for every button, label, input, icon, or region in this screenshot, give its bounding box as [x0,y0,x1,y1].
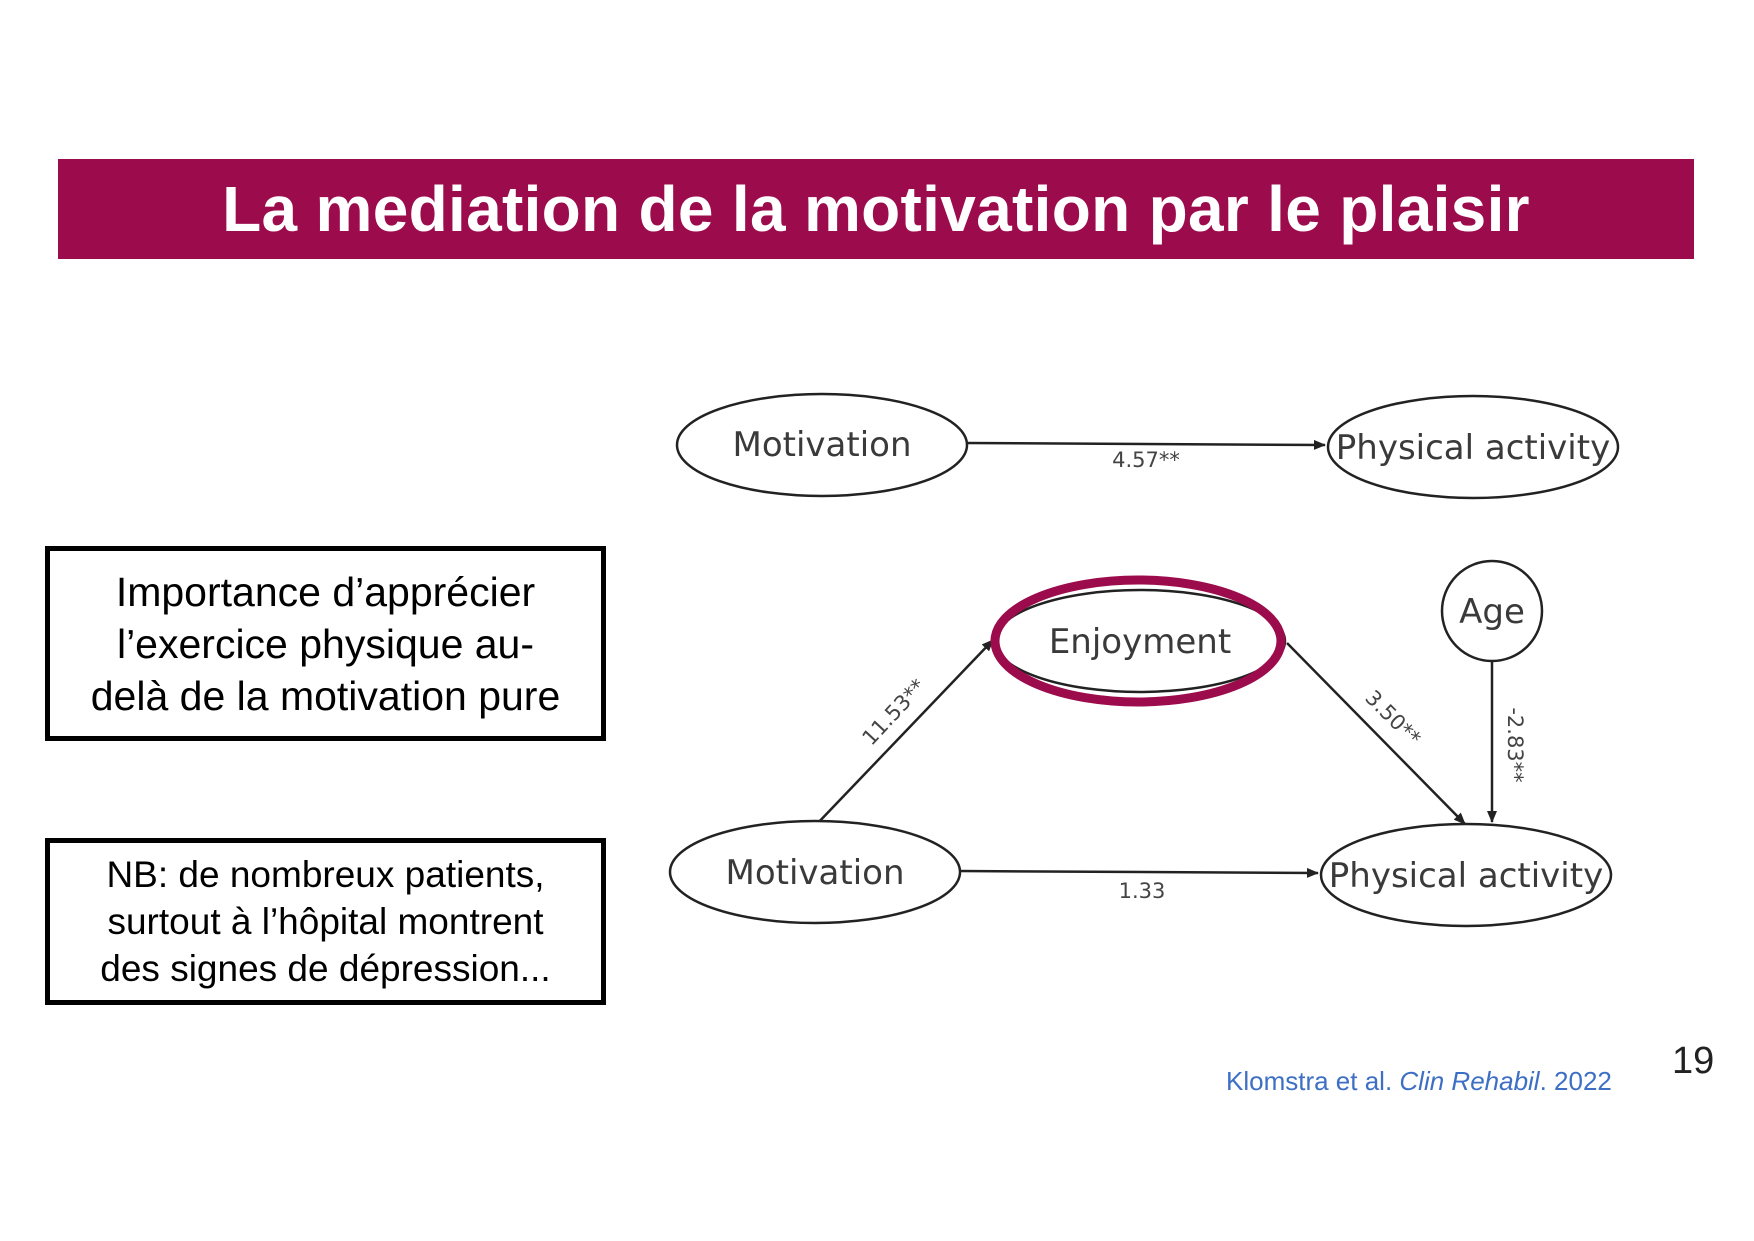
path-enjoyment-activity [1286,642,1466,825]
citation-authors: Klomstra et al. [1226,1066,1400,1096]
mediation-model: Enjoyment Age Motivation Physical activi… [668,559,1613,928]
title-bar: La mediation de la motivation par le pla… [58,159,1694,259]
enjoyment-highlight-ring [990,575,1286,707]
node-motivation-bottom-label: Motivation [726,853,905,893]
coef-motivation-activity: 1.33 [1119,879,1166,903]
node-physical-activity-bottom-label: Physical activity [1329,856,1603,896]
note-line: des signes de dépression... [100,948,551,989]
note-line: surtout à l’hôpital montrent [107,901,544,942]
node-physical-activity-bottom [1319,822,1613,928]
note-box-depression: NB: de nombreux patients, surtout à l’hô… [45,838,606,1005]
page-number: 19 [1672,1040,1715,1082]
note-line: NB: de nombreux patients, [106,854,545,895]
node-physical-activity-top [1326,394,1620,500]
node-age [1440,559,1544,663]
note-line: Importance d’apprécier [115,568,536,615]
direct-model: Motivation Physical activity 4.57** [675,392,1620,500]
note-line: delà de la motivation pure [90,672,561,719]
coef-enjoyment-activity: 3.50** [1361,686,1426,751]
path-motivation-activity [958,867,1319,878]
citation: Klomstra et al. Clin Rehabil. 2022 [1226,1066,1612,1097]
note-box-enjoyment-importance: Importance d’apprécier l’exercice physiq… [45,546,606,741]
path-motivation-enjoyment [814,639,994,827]
coef-motivation-enjoyment: 11.53** [857,674,930,750]
citation-year: . 2022 [1539,1066,1612,1096]
node-age-label: Age [1459,592,1525,632]
citation-journal: Clin Rehabil [1399,1066,1540,1096]
note-line: l’exercice physique au- [116,620,535,667]
coef-age-activity: -2.83** [1503,707,1527,782]
node-enjoyment-label: Enjoyment [1049,622,1231,662]
node-motivation-top [675,392,969,498]
node-motivation-bottom [668,819,962,925]
direct-path-arrow [965,439,1326,450]
node-physical-activity-top-label: Physical activity [1336,428,1610,468]
coef-direct-effect: 4.57** [1112,448,1180,472]
node-motivation-top-label: Motivation [733,425,912,465]
slide-title: La mediation de la motivation par le pla… [222,173,1530,245]
